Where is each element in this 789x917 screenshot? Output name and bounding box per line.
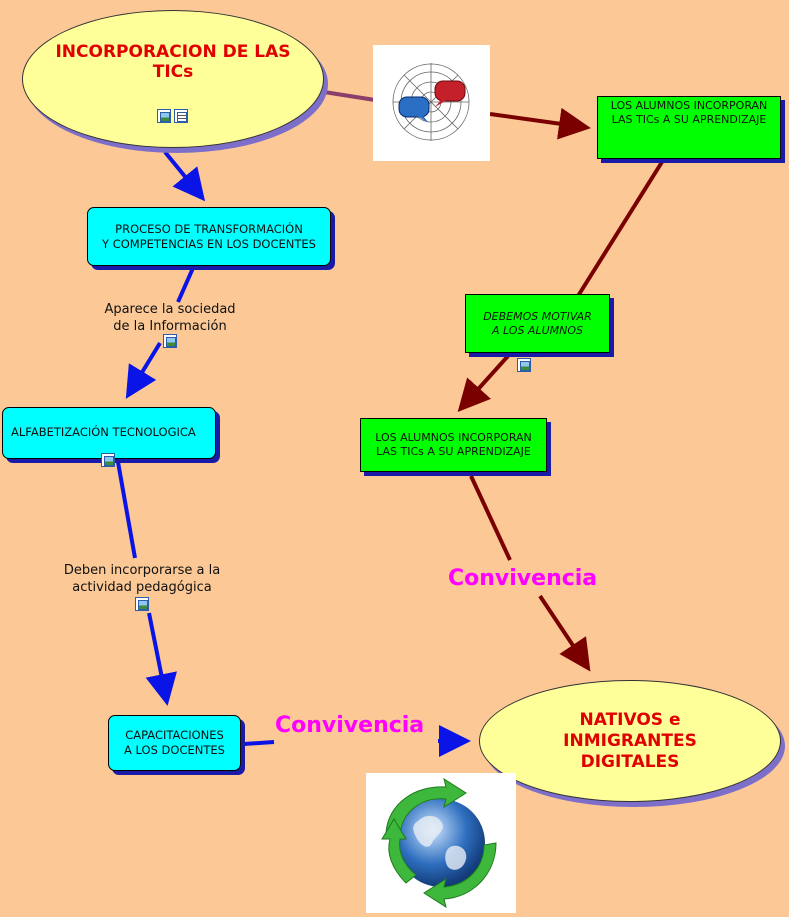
node-capacitaciones[interactable]: CAPACITACIONES A LOS DOCENTES xyxy=(108,715,241,771)
spider-web-chat-icon xyxy=(373,45,490,161)
link-label-convivencia-right: Convivencia xyxy=(448,566,598,591)
link-label-deben-line2: actividad pedagógica xyxy=(72,580,212,595)
node-incorporacion-label: INCORPORACION DE LAS TICs xyxy=(55,42,291,82)
arrow-deben-to-capacitaciones xyxy=(145,612,177,706)
link-line-incorporacion-web xyxy=(323,90,376,102)
link-label-aparece-line1: Aparece la sociedad xyxy=(104,302,236,317)
image-attachment-icon[interactable] xyxy=(101,453,115,467)
node-alfabetizacion[interactable]: ALFABETIZACIÓN TECNOLOGICA xyxy=(2,407,216,459)
image-attachment-icon[interactable] xyxy=(157,109,171,123)
node-incorporacion[interactable]: INCORPORACION DE LAS TICs xyxy=(22,10,324,148)
node-proceso[interactable]: PROCESO DE TRANSFORMACIÓN Y COMPETENCIAS… xyxy=(87,207,331,266)
recycling-globe-icon xyxy=(366,773,516,913)
link-label-deben: Deben incorporarse a la actividad pedagó… xyxy=(47,562,237,596)
link-line-proceso-aparece xyxy=(176,267,195,303)
node-capacitaciones-line2: A LOS DOCENTES xyxy=(124,743,225,757)
node-alumnos-top[interactable]: LOS ALUMNOS INCORPORAN LAS TICs A SU APR… xyxy=(597,96,781,159)
node-capacitaciones-line1: CAPACITACIONES xyxy=(125,728,224,742)
node-nativos-label: NATIVOS e INMIGRANTES DIGITALES xyxy=(563,709,697,772)
arrow-incorporacion-to-proceso xyxy=(163,150,206,202)
arrow-convivencia-to-nativos xyxy=(538,594,591,672)
link-label-aparece-line2: de la Información xyxy=(113,319,227,334)
link-label-deben-line1: Deben incorporarse a la xyxy=(63,563,221,578)
link-line-capacitaciones-convivencia xyxy=(243,740,275,746)
node-debemos-line1: DEBEMOS MOTIVAR xyxy=(483,309,592,323)
image-attachment-icon[interactable] xyxy=(135,597,149,611)
link-line-alumnos-top-debemos xyxy=(576,160,664,298)
link-line-alfabetizacion-deben xyxy=(116,461,137,559)
node-alumnos-top-line2: LAS TICs A SU APRENDIZAJE xyxy=(611,113,767,126)
link-label-aparece: Aparece la sociedad de la Información xyxy=(92,301,248,335)
node-alumnos-mid[interactable]: LOS ALUMNOS INCORPORAN LAS TICs A SU APR… xyxy=(360,418,547,472)
image-attachment-icon[interactable] xyxy=(163,334,177,348)
node-proceso-line1: PROCESO DE TRANSFORMACIÓN xyxy=(115,221,303,236)
node-alumnos-top-line1: LOS ALUMNOS INCORPORAN xyxy=(610,99,768,112)
node-alumnos-mid-line2: LAS TICs A SU APRENDIZAJE xyxy=(376,445,531,458)
image-attachment-icon[interactable] xyxy=(517,358,531,372)
node-debemos-line2: A LOS ALUMNOS xyxy=(491,323,583,337)
node-alumnos-mid-line1: LOS ALUMNOS INCORPORAN xyxy=(375,431,532,444)
document-attachment-icon[interactable] xyxy=(174,109,188,123)
node-nativos[interactable]: NATIVOS e INMIGRANTES DIGITALES xyxy=(479,680,781,802)
arrow-web-to-alumnos-top xyxy=(489,107,591,140)
node-proceso-line2: Y COMPETENCIAS EN LOS DOCENTES xyxy=(102,236,316,251)
link-label-convivencia-bottom: Convivencia xyxy=(275,713,425,738)
link-line-alumnos-mid-convivencia xyxy=(469,475,512,561)
node-alfabetizacion-label: ALFABETIZACIÓN TECNOLOGICA xyxy=(11,424,196,439)
arrow-aparece-to-alfabetizacion xyxy=(125,341,162,399)
node-debemos[interactable]: DEBEMOS MOTIVAR A LOS ALUMNOS xyxy=(465,294,610,353)
arrow-debemos-to-alumnos-mid xyxy=(457,354,510,412)
